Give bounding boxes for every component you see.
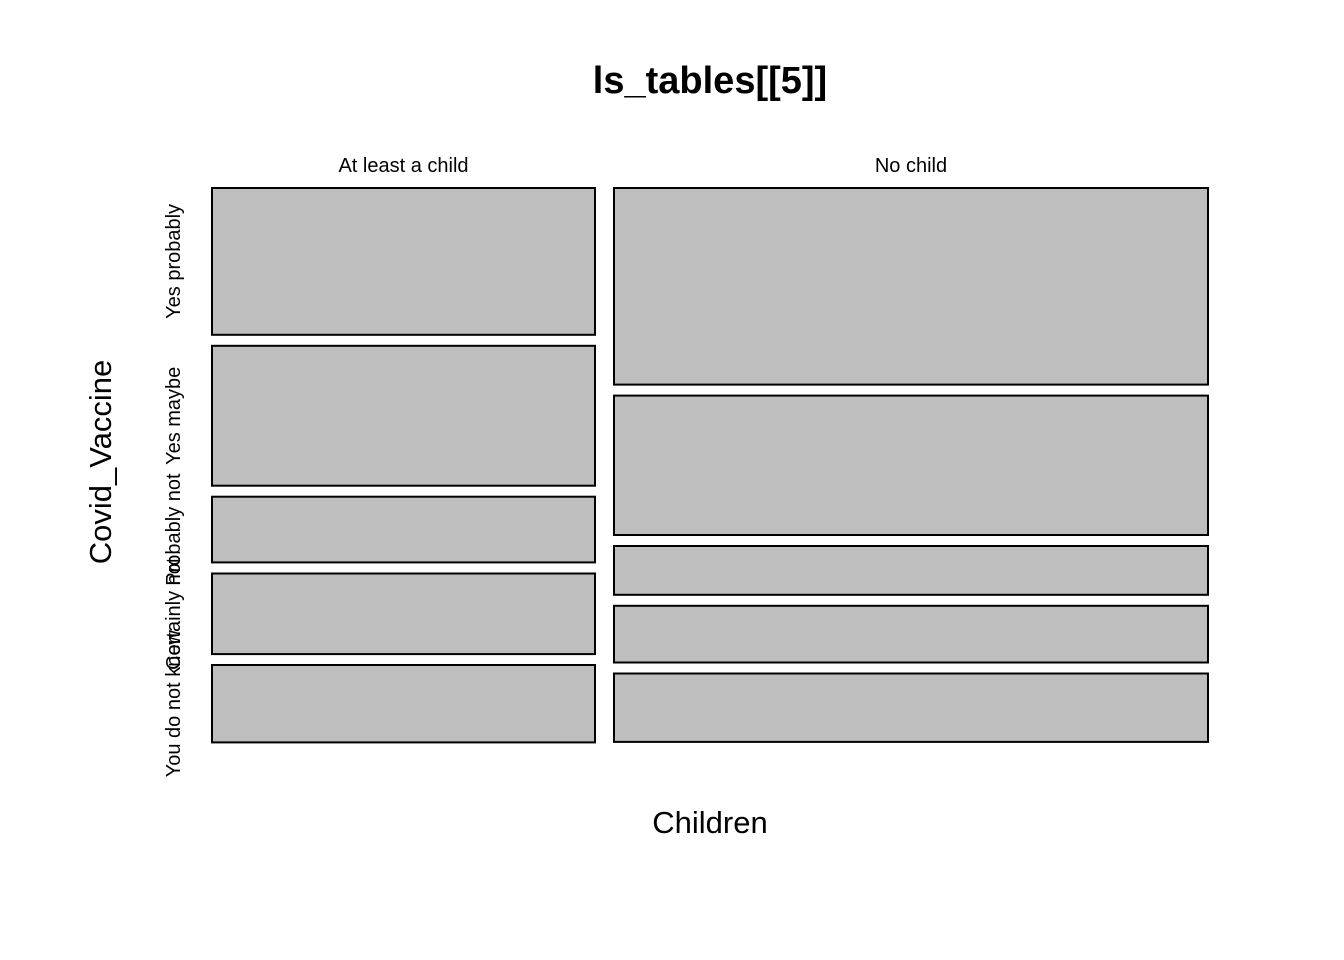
row-label-yes-probably: Yes probably xyxy=(163,204,185,319)
tile-at-least-a-child-yes-maybe xyxy=(211,344,596,487)
y-axis-label: Covid_Vaccine xyxy=(83,360,118,564)
tile-no-child-yes-maybe xyxy=(613,394,1209,536)
tile-no-child-certainly-not xyxy=(613,604,1209,664)
tile-no-child-you-do-not-know xyxy=(613,672,1209,743)
row-label-probably-not: Probably not xyxy=(163,473,185,586)
x-axis-label: Children xyxy=(652,805,767,840)
row-label-yes-maybe: Yes maybe xyxy=(163,367,185,465)
tile-no-child-probably-not xyxy=(613,545,1209,596)
tile-no-child-yes-probably xyxy=(613,187,1209,386)
tile-at-least-a-child-probably-not xyxy=(211,495,596,564)
row-label-certainly-not: Certainly not xyxy=(163,557,185,670)
row-label-you-do-not-know: You do not know xyxy=(163,630,185,778)
column-label-no-child: No child xyxy=(875,155,947,177)
tile-at-least-a-child-you-do-not-know xyxy=(211,664,596,744)
column-labels: At least a child No child xyxy=(338,155,947,177)
chart-title: ls_tables[[5]] xyxy=(593,60,827,102)
column-label-at-least-a-child: At least a child xyxy=(338,155,468,177)
mosaic-tiles xyxy=(211,187,1209,744)
tile-at-least-a-child-yes-probably xyxy=(211,187,596,336)
tile-at-least-a-child-certainly-not xyxy=(211,572,596,656)
